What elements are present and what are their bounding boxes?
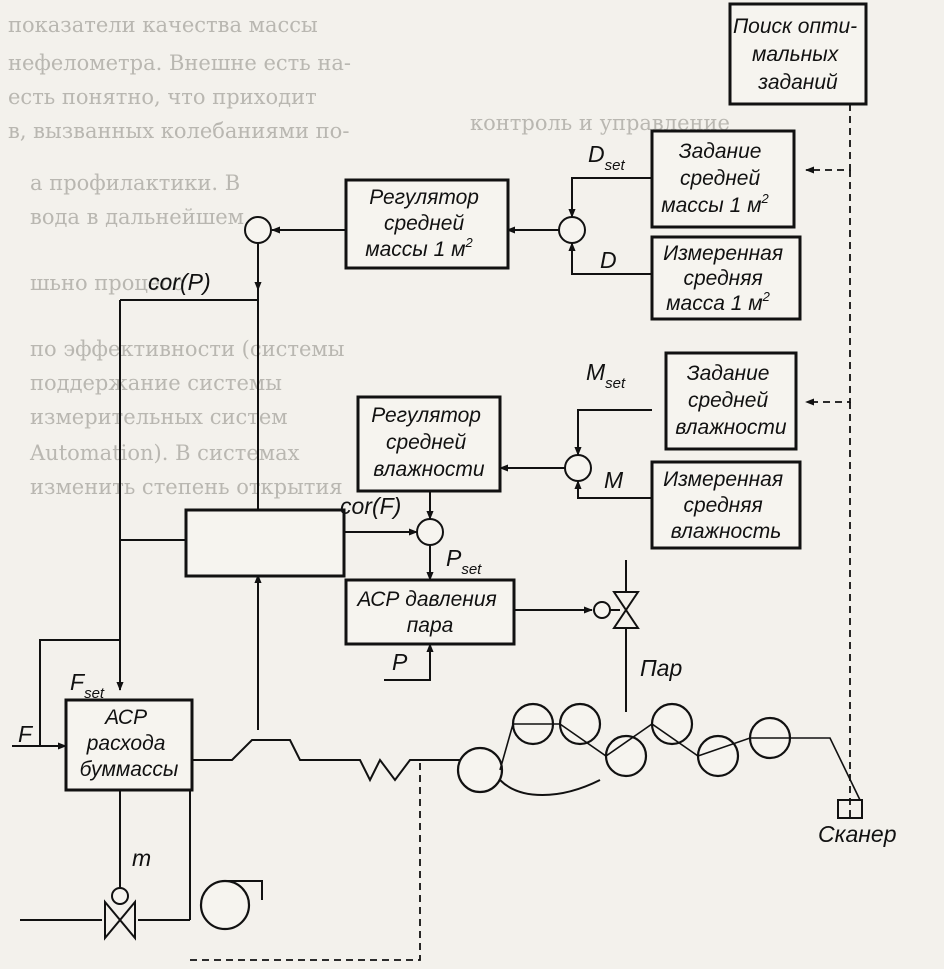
moisture-regulator-block (356, 395, 502, 493)
fan-pump (199, 879, 251, 931)
d-set-label: Dset (588, 141, 625, 174)
bg-line: есть понятно, что приходит (8, 85, 317, 109)
felt-loop (499, 779, 601, 796)
m-flow-label: m (132, 845, 151, 871)
steam-asr-label: АСР давления пара (355, 588, 502, 637)
comparator-mass (558, 216, 586, 244)
p-feedback-line (384, 643, 434, 681)
wire-section (330, 758, 440, 783)
press-roll (456, 746, 504, 794)
f-feedback-line (39, 639, 120, 746)
moisture-setpoint-label: Задание средней влажности (675, 362, 786, 439)
bg-line: поддержание системы (30, 371, 282, 395)
comparator-cor-p (244, 216, 272, 244)
paper-sheet (499, 723, 861, 801)
mass-measured-label: Измеренная средняя масса 1 м2 (663, 242, 789, 315)
dryer-cylinder (696, 734, 740, 778)
p-label: P (392, 649, 408, 675)
steam-asr-block (344, 578, 516, 646)
moisture-measured-label: Измеренная средняя влажность (663, 468, 789, 543)
bg-line: нефелометра. Внешне есть на- (8, 51, 351, 75)
d-line (568, 242, 652, 275)
moisture-regulator-label: Регулятор средней влажности (371, 404, 487, 481)
search-optimal-label: Поиск опти- мальных заданий (733, 15, 863, 94)
flow-actuator (111, 887, 129, 905)
steam-actuator (593, 601, 611, 619)
mass-regulator-label: Регулятор средней массы 1 м2 (365, 186, 485, 261)
steam-valve (612, 591, 640, 629)
flow-asr-block (64, 698, 194, 792)
flow-valve (104, 899, 136, 941)
comparator-moisture (564, 454, 592, 482)
mass-setpoint-block (650, 129, 796, 229)
bg-line: Automation). В системах (29, 441, 300, 465)
search-to-moist-setpoint-line (805, 170, 851, 406)
p-set-label: Pset (446, 545, 482, 578)
cor-f-label: cor(F) (340, 493, 401, 519)
scanner-head (837, 799, 863, 819)
bg-line: вода в дальнейшем (30, 205, 244, 229)
bg-line: а профилактики. В (30, 171, 240, 195)
m-line (574, 480, 652, 499)
m-label: M (604, 467, 624, 493)
bg-line: изменить степень открытия (30, 475, 343, 499)
bg-line: показатели качества массы (8, 13, 318, 37)
moisture-setpoint-block (664, 351, 798, 451)
d-label: D (600, 247, 617, 273)
bg-line: шьно процесс (30, 271, 184, 295)
search-optimal-block (728, 2, 868, 106)
scanner-label: Сканер (818, 821, 897, 847)
mass-regulator-block (344, 178, 510, 270)
paper-machine (189, 702, 861, 961)
d-set-line (568, 177, 652, 218)
mass-measured-block (650, 235, 802, 321)
search-to-mass-setpoint-line (805, 104, 851, 174)
bg-line: измерительных систем (30, 405, 288, 429)
bg-line: в, вызванных колебаниями по- (8, 119, 349, 143)
white-water-return (190, 760, 421, 961)
mixer-block (184, 508, 346, 578)
moisture-measured-block (650, 460, 802, 550)
m-set-line (574, 409, 652, 456)
steam-label: Пар (640, 655, 682, 681)
m-set-label: Mset (586, 359, 626, 392)
f-label: F (18, 721, 34, 747)
flow-asr-label: АСР расхода буммассы (80, 706, 179, 781)
comparator-cor-f (416, 518, 444, 546)
mass-setpoint-label: Задание средней массы 1 м2 (661, 140, 769, 217)
bg-line: по эффективности (системы (30, 337, 344, 361)
cor-p-label: cor(P) (148, 269, 211, 295)
fan-pump-outlet (225, 880, 263, 900)
f-set-label: Fset (70, 669, 105, 702)
